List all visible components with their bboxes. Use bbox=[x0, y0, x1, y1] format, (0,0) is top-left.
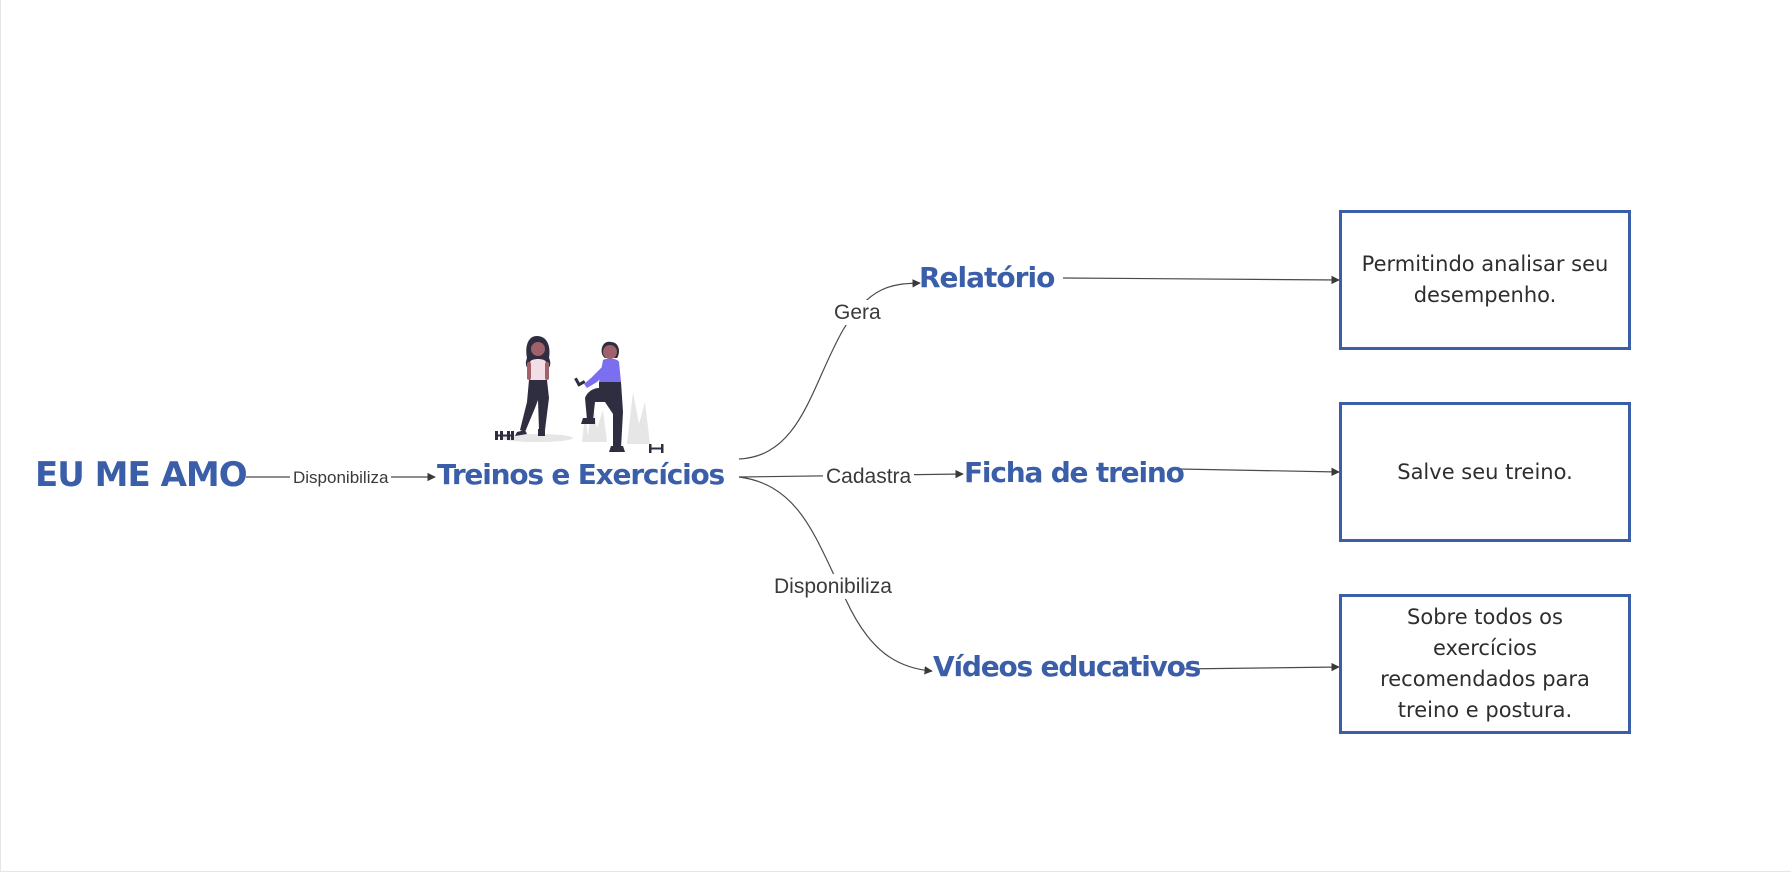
edge-main-to-videos[interactable] bbox=[738, 476, 933, 675]
edge-sheet-to-box[interactable] bbox=[1178, 467, 1340, 477]
edge-videos-to-box[interactable] bbox=[1178, 662, 1340, 672]
edge-label-cadastra: Cadastra bbox=[823, 464, 915, 489]
node-ficha-de-treino[interactable]: Ficha de treino bbox=[964, 456, 1185, 489]
box-relatorio-text: Permitindo analisar seu desempenho. bbox=[1361, 252, 1609, 307]
edge-label-gera: Gera bbox=[831, 300, 884, 325]
box-ficha-text: Salve seu treino. bbox=[1397, 459, 1573, 484]
workout-people-icon bbox=[495, 336, 664, 453]
edge-main-to-report[interactable] bbox=[738, 279, 921, 460]
edge-report-to-box[interactable] bbox=[1062, 275, 1340, 285]
edge-label-disponibiliza-videos: Disponibiliza bbox=[771, 574, 895, 599]
box-videos-text: Sobre todos os exercícios recomendados p… bbox=[1380, 605, 1590, 722]
box-ficha-description[interactable]: Salve seu treino. bbox=[1339, 402, 1631, 542]
box-videos-description[interactable]: Sobre todos os exercícios recomendados p… bbox=[1339, 594, 1631, 734]
box-relatorio-description[interactable]: Permitindo analisar seu desempenho. bbox=[1339, 210, 1631, 350]
edge-label-root-to-main: Disponibiliza bbox=[290, 467, 392, 488]
node-relatorio[interactable]: Relatório bbox=[919, 261, 1055, 294]
node-videos-educativos[interactable]: Vídeos educativos bbox=[933, 650, 1201, 683]
node-root[interactable]: EU ME AMO bbox=[35, 455, 248, 495]
node-treinos-exercicios[interactable]: Treinos e Exercícios bbox=[437, 458, 725, 491]
